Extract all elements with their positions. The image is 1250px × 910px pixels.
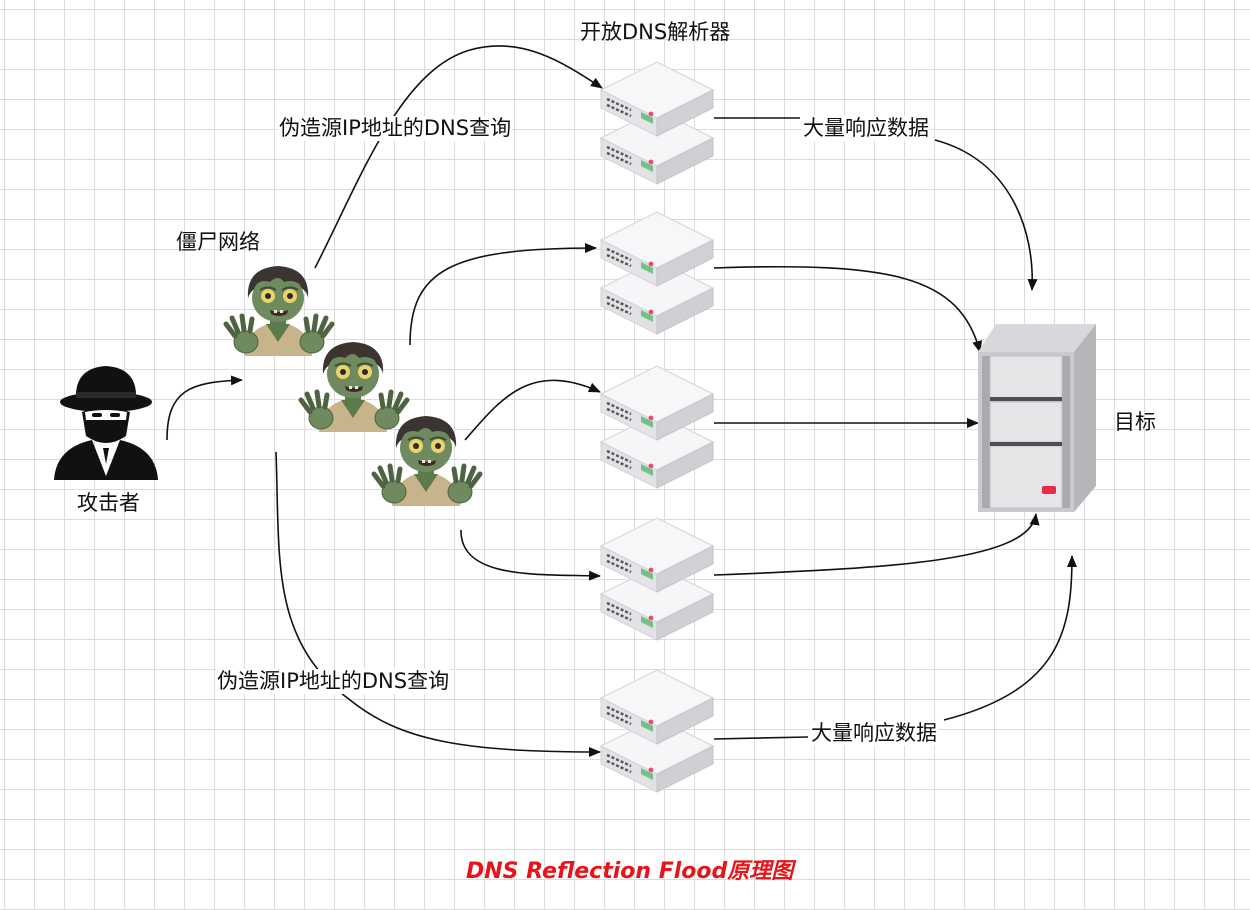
- server-icon: [599, 364, 715, 490]
- zombie-icon: [226, 266, 332, 356]
- arrow-response-4: [713, 513, 1040, 576]
- arrow-response-1: [714, 117, 1032, 290]
- arrow-response-2: [713, 265, 983, 353]
- spoofed-query-label-top: 伪造源IP地址的DNS查询: [278, 116, 513, 141]
- server-icon: [599, 668, 715, 794]
- zombie-icon: [301, 342, 407, 432]
- arrow-query-resolver-1: [314, 45, 603, 269]
- arrow-query-resolver-4: [460, 529, 601, 581]
- hacker-icon: [54, 366, 158, 480]
- diagram-title: DNS Reflection Flood原理图: [466, 859, 794, 884]
- server-icon: [599, 516, 715, 642]
- arrow-query-resolver-2: [409, 243, 597, 346]
- target-server-icon: [978, 324, 1096, 512]
- server-icon: [599, 60, 715, 186]
- botnet-label: 僵尸网络: [176, 230, 260, 254]
- response-label-top: 大量响应数据: [802, 116, 930, 141]
- response-label-bottom: 大量响应数据: [810, 721, 938, 746]
- resolvers-label: 开放DNS解析器: [580, 20, 731, 44]
- spoofed-query-label-bottom: 伪造源IP地址的DNS查询: [216, 669, 451, 694]
- server-icon: [599, 210, 715, 336]
- zombie-icon: [374, 416, 480, 506]
- arrow-attacker-to-botnet: [166, 375, 243, 441]
- attacker-label: 攻击者: [77, 491, 140, 515]
- arrow-query-resolver-3: [464, 379, 601, 441]
- arrow-query-resolver-5: [275, 451, 601, 757]
- arrow-response-5: [713, 556, 1072, 740]
- target-label: 目标: [1114, 410, 1156, 434]
